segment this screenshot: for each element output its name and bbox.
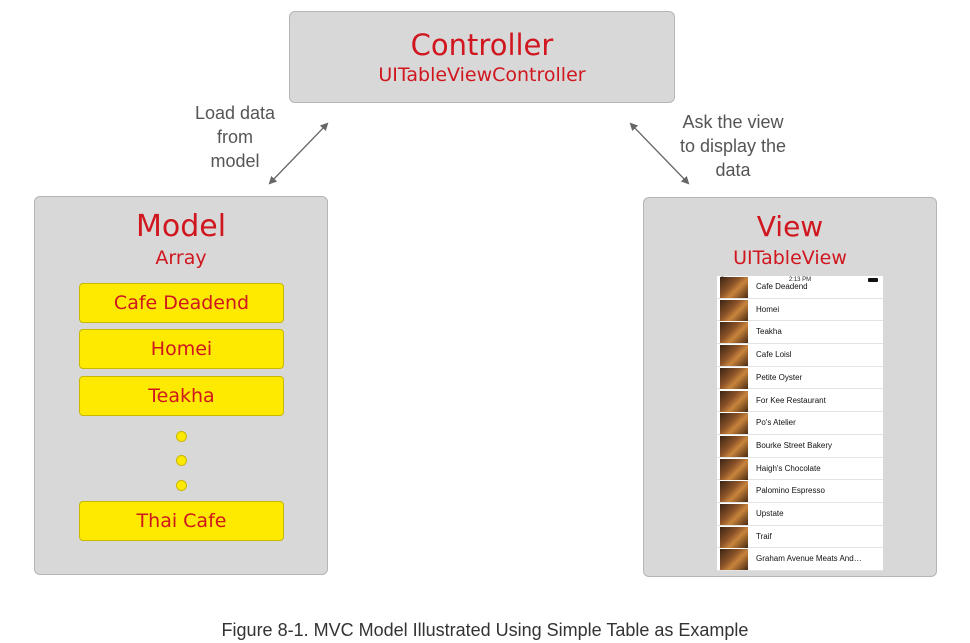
view-title: View: [756, 210, 824, 243]
ellipsis-dot: [176, 431, 187, 442]
model-item: Homei: [79, 329, 284, 369]
table-row: Traif: [717, 526, 883, 549]
load-data-line: from: [217, 127, 253, 147]
row-label: Graham Avenue Meats And…: [756, 554, 862, 564]
model-item: Teakha: [79, 376, 284, 416]
table-row: Palomino Espresso: [717, 480, 883, 503]
ask-view-line: to display the: [679, 136, 787, 156]
row-label: Bourke Street Bakery: [756, 440, 833, 450]
ask-view-line: data: [715, 160, 751, 180]
restaurant-thumbnail: [720, 549, 748, 571]
row-label: Teakha: [756, 327, 782, 337]
model-box: Model Array Cafe Deadend Homei Teakha Th…: [34, 196, 328, 575]
model-item: Cafe Deadend: [79, 283, 284, 323]
phone-screenshot: C 2:13 PM Cafe Deadend Homei Teakha Cafe…: [717, 276, 883, 571]
ellipsis-dot: [176, 480, 187, 491]
restaurant-thumbnail: [720, 413, 748, 435]
table-row: Cafe Deadend: [717, 276, 883, 299]
restaurant-thumbnail: [720, 367, 748, 389]
row-label: Upstate: [756, 509, 784, 518]
table-row: Cafe Loisl: [717, 344, 883, 367]
controller-subtitle: UITableViewController: [378, 64, 586, 86]
restaurant-thumbnail: [720, 526, 748, 548]
table-row: Petite Oyster: [717, 367, 883, 390]
status-time: 2:13 PM: [788, 277, 812, 283]
restaurant-thumbnail: [720, 458, 748, 480]
table-row: For Kee Restaurant: [717, 390, 883, 413]
table-row: Teakha: [717, 321, 883, 345]
row-label: For Kee Restaurant: [756, 395, 826, 405]
ask-view-line: Ask the view: [682, 112, 784, 132]
row-label: Cafe Loisl: [756, 350, 792, 360]
restaurant-thumbnail: [720, 481, 748, 503]
controller-view-arrow: [629, 122, 690, 185]
restaurant-thumbnail: [720, 277, 748, 298]
table-row: Haigh's Chocolate: [717, 458, 883, 481]
table-row: Upstate: [717, 503, 883, 526]
view-subtitle: UITableView: [733, 247, 847, 269]
restaurant-thumbnail: [720, 390, 748, 412]
load-data-line: model: [210, 151, 260, 171]
figure-caption: Figure 8-1. MVC Model Illustrated Using …: [221, 620, 749, 640]
controller-title: Controller: [410, 28, 554, 62]
row-label: Traif: [756, 531, 772, 541]
row-label: Petite Oyster: [756, 372, 803, 382]
load-data-label: Load data from model: [170, 101, 300, 173]
row-label: Haigh's Chocolate: [756, 463, 821, 473]
restaurant-thumbnail: [720, 345, 748, 367]
model-title: Model: [135, 209, 227, 244]
row-label: Palomino Espresso: [756, 486, 825, 496]
restaurant-thumbnail: [720, 435, 748, 457]
table-row: Graham Avenue Meats And…: [717, 548, 883, 571]
battery-icon: [868, 278, 878, 282]
view-box: View UITableView C 2:13 PM Cafe Deadend …: [643, 197, 937, 577]
row-label: Po's Atelier: [756, 418, 796, 428]
ask-view-label: Ask the view to display the data: [658, 110, 808, 182]
restaurant-thumbnail: [720, 322, 748, 344]
restaurant-thumbnail: [720, 504, 748, 525]
table-row: Po's Atelier: [717, 412, 883, 435]
row-label: Cafe Deadend: [756, 282, 808, 291]
model-item: Thai Cafe: [79, 501, 284, 541]
model-subtitle: Array: [155, 247, 207, 269]
controller-box: Controller UITableViewController: [289, 11, 675, 103]
row-label: Homei: [756, 304, 780, 314]
model-controller-arrow: [268, 122, 329, 185]
table-row: Homei: [717, 299, 883, 322]
ellipsis-dot: [176, 455, 187, 466]
load-data-line: Load data: [194, 103, 276, 123]
restaurant-thumbnail: [720, 299, 748, 321]
table-row: Bourke Street Bakery: [717, 435, 883, 458]
